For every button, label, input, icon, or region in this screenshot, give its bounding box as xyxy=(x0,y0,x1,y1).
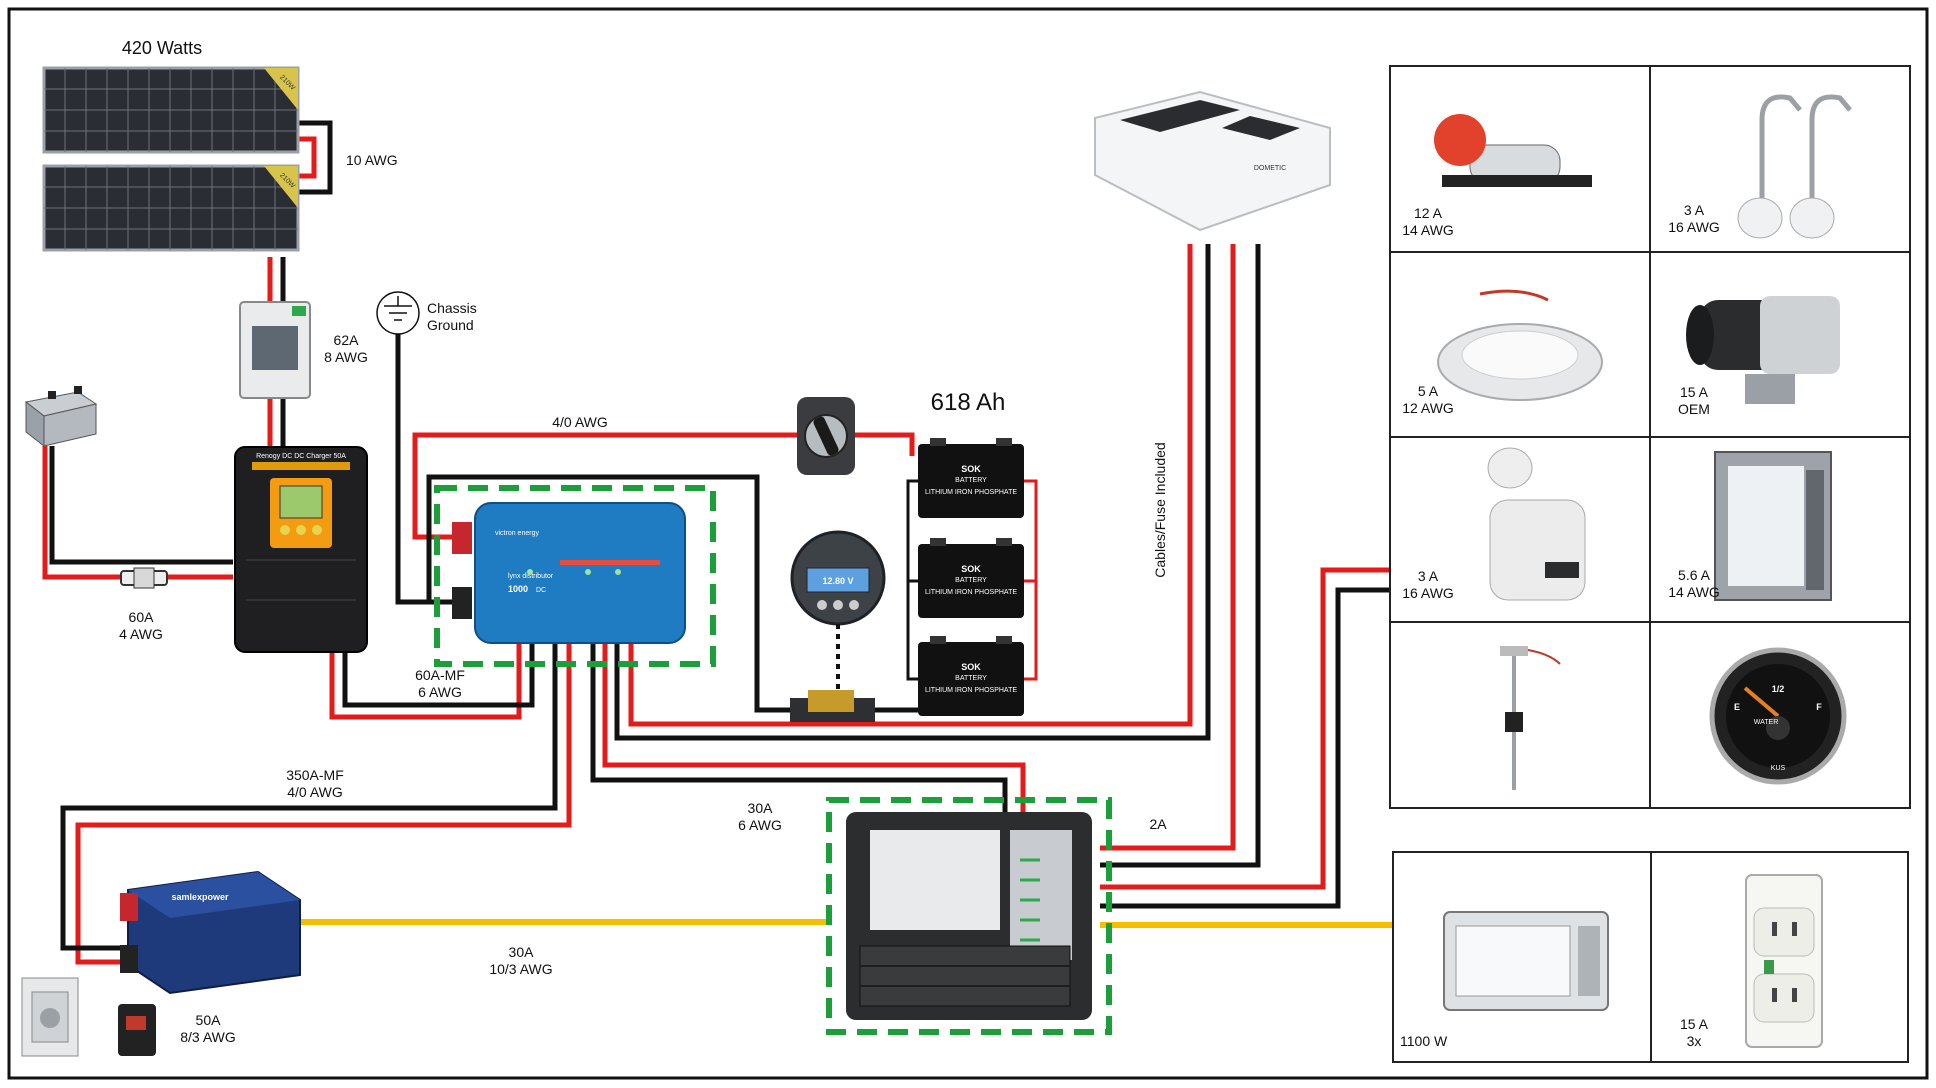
battery-1-brand: SOK xyxy=(961,464,981,474)
panel-feed-rating: 30A xyxy=(748,800,774,816)
battery-2-sub: BATTERY xyxy=(955,577,987,584)
dc-load-4-wire: OEM xyxy=(1678,401,1710,417)
outer-frame xyxy=(7,7,1929,1080)
dc-load-2-wire: 16 AWG xyxy=(1668,219,1720,235)
chassis-line2: Ground xyxy=(427,317,474,333)
lynx-highlight-box xyxy=(434,485,716,667)
gauge-brand: KUS xyxy=(1771,765,1786,772)
pv-breaker-wire: 8 AWG xyxy=(324,349,368,365)
dc-load-1-amps: 12 A xyxy=(1414,205,1443,221)
ac-unit-brand: DOMETIC xyxy=(1254,165,1286,172)
shore-wire: 8/3 AWG xyxy=(180,1029,236,1045)
water-gauge-icon: E 1/2 F WATER KUS xyxy=(1709,647,1847,785)
inverter-fuse-wire: 4/0 AWG xyxy=(287,784,343,800)
panel-highlight-box xyxy=(826,797,1112,1035)
battery-1-chem: LITHIUM IRON PHOSPHATE xyxy=(925,489,1017,496)
dcdc-charger: Renogy DC DC Charger 50A xyxy=(234,446,368,653)
starter-battery-icon xyxy=(24,386,98,448)
solar-panel-top: 210W xyxy=(42,66,300,154)
panel-feed-wire: 6 AWG xyxy=(738,817,782,833)
solar-array: 420 Watts 210W 210W 10 AWG xyxy=(42,38,398,252)
battery-2: SOK BATTERY LITHIUM IRON PHOSPHATE xyxy=(918,538,1024,618)
lynx-name: lynx distributor xyxy=(508,573,554,580)
toilet-icon xyxy=(1487,447,1586,601)
gauge-empty: E xyxy=(1734,702,1740,712)
dc-load-1-wire: 14 AWG xyxy=(1402,222,1454,238)
ac-output-wire: 10/3 AWG xyxy=(489,961,552,977)
ac-load-2-qty: 3x xyxy=(1687,1033,1702,1049)
battery-bank: 618 Ah SOK BATTERY LITHIUM IRON PHOSPHAT… xyxy=(906,389,1038,716)
chassis-ground-icon: Chassis Ground xyxy=(376,291,477,335)
inverter-brand: samlexpower xyxy=(171,892,229,902)
ac-loads-grid: 1100 W 15 A 3x xyxy=(1392,851,1909,1063)
battery-switch-icon xyxy=(797,397,855,475)
diesel-heater-icon xyxy=(1686,296,1840,404)
dc-load-3-wire: 12 AWG xyxy=(1402,400,1454,416)
inverter-fuse-rating: 350A-MF xyxy=(286,767,344,783)
lynx-brand: victron energy xyxy=(495,530,539,537)
gauge-word: WATER xyxy=(1754,719,1779,726)
monitor-reading: 12.80 V xyxy=(822,576,853,586)
battery-monitor: 12.80 V xyxy=(790,530,886,690)
fridge-icon xyxy=(1714,451,1832,601)
water-pump-icon xyxy=(1434,114,1592,187)
battery-3-sub: BATTERY xyxy=(955,675,987,682)
pv-breaker-amps: 62A xyxy=(334,332,360,348)
reading-light-icon xyxy=(1737,94,1852,239)
wires xyxy=(42,120,1402,965)
battery-3-chem: LITHIUM IRON PHOSPHATE xyxy=(925,687,1017,694)
ac-cable-note: Cables/Fuse Included xyxy=(1152,442,1168,577)
battery-2-chem: LITHIUM IRON PHOSPHATE xyxy=(925,589,1017,596)
microwave-icon xyxy=(1443,911,1609,1011)
shore-inlet-icon xyxy=(21,977,79,1057)
solar-title: 420 Watts xyxy=(122,38,202,58)
ac-circuit-label: 2A xyxy=(1149,816,1167,832)
battery-3: SOK BATTERY LITHIUM IRON PHOSPHATE xyxy=(918,636,1024,716)
battery-2-brand: SOK xyxy=(961,564,981,574)
shore-rating: 50A xyxy=(196,1012,222,1028)
charger-fuse-wire: 6 AWG xyxy=(418,684,462,700)
lynx-model: 1000 xyxy=(508,584,528,594)
charger-brand: Renogy DC DC Charger 50A xyxy=(256,453,346,460)
puck-light-icon xyxy=(1437,289,1603,401)
gauge-half: 1/2 xyxy=(1772,684,1785,694)
starter-fuse: 60A 4 AWG xyxy=(119,567,168,642)
panel-wire-label: 10 AWG xyxy=(346,152,398,168)
gauge-full: F xyxy=(1816,702,1822,712)
outlet-icon xyxy=(1745,874,1823,1048)
starter-fuse-wire: 4 AWG xyxy=(119,626,163,642)
distribution-panel xyxy=(846,812,1092,1020)
dc-load-6-wire: 14 AWG xyxy=(1668,584,1720,600)
ac-load-2-amps: 15 A xyxy=(1680,1016,1709,1032)
ac-output-rating: 30A xyxy=(509,944,535,960)
dc-load-3-amps: 5 A xyxy=(1418,383,1439,399)
dc-loads-grid: 12 A 14 AWG 3 A 16 AWG 5 A 12 AWG 15 A O… xyxy=(1389,65,1911,809)
solar-panel-bottom: 210W xyxy=(42,164,300,252)
starter-fuse-amps: 60A xyxy=(129,609,155,625)
ac-unit: DOMETIC Cables/Fuse Included xyxy=(1094,90,1331,578)
dc-load-2-amps: 3 A xyxy=(1684,202,1705,218)
charger-fuse-rating: 60A-MF xyxy=(415,667,465,683)
dc-load-6-amps: 5.6 A xyxy=(1678,567,1711,583)
battery-capacity: 618 Ah xyxy=(931,389,1006,416)
shunt-icon xyxy=(790,690,875,722)
battery-1-sub: BATTERY xyxy=(955,477,987,484)
battery-1: SOK BATTERY LITHIUM IRON PHOSPHATE xyxy=(918,438,1024,518)
shore-breaker-icon: 50A 8/3 AWG xyxy=(118,1004,236,1056)
main-cable-label: 4/0 AWG xyxy=(552,414,608,430)
inverter: samlexpower xyxy=(120,870,301,995)
dc-load-5-amps: 3 A xyxy=(1418,568,1439,584)
lynx-sub: DC xyxy=(536,587,546,594)
lynx-distributor: victron energy lynx distributor 1000 DC xyxy=(452,502,686,644)
pv-breaker: 62A 8 AWG xyxy=(239,301,368,399)
dc-load-5-wire: 16 AWG xyxy=(1402,585,1454,601)
chassis-line1: Chassis xyxy=(427,300,477,316)
tank-sensor-icon xyxy=(1500,646,1561,790)
dc-load-4-amps: 15 A xyxy=(1680,384,1709,400)
ac-load-1-power: 1100 W xyxy=(1400,1033,1448,1049)
battery-3-brand: SOK xyxy=(961,662,981,672)
